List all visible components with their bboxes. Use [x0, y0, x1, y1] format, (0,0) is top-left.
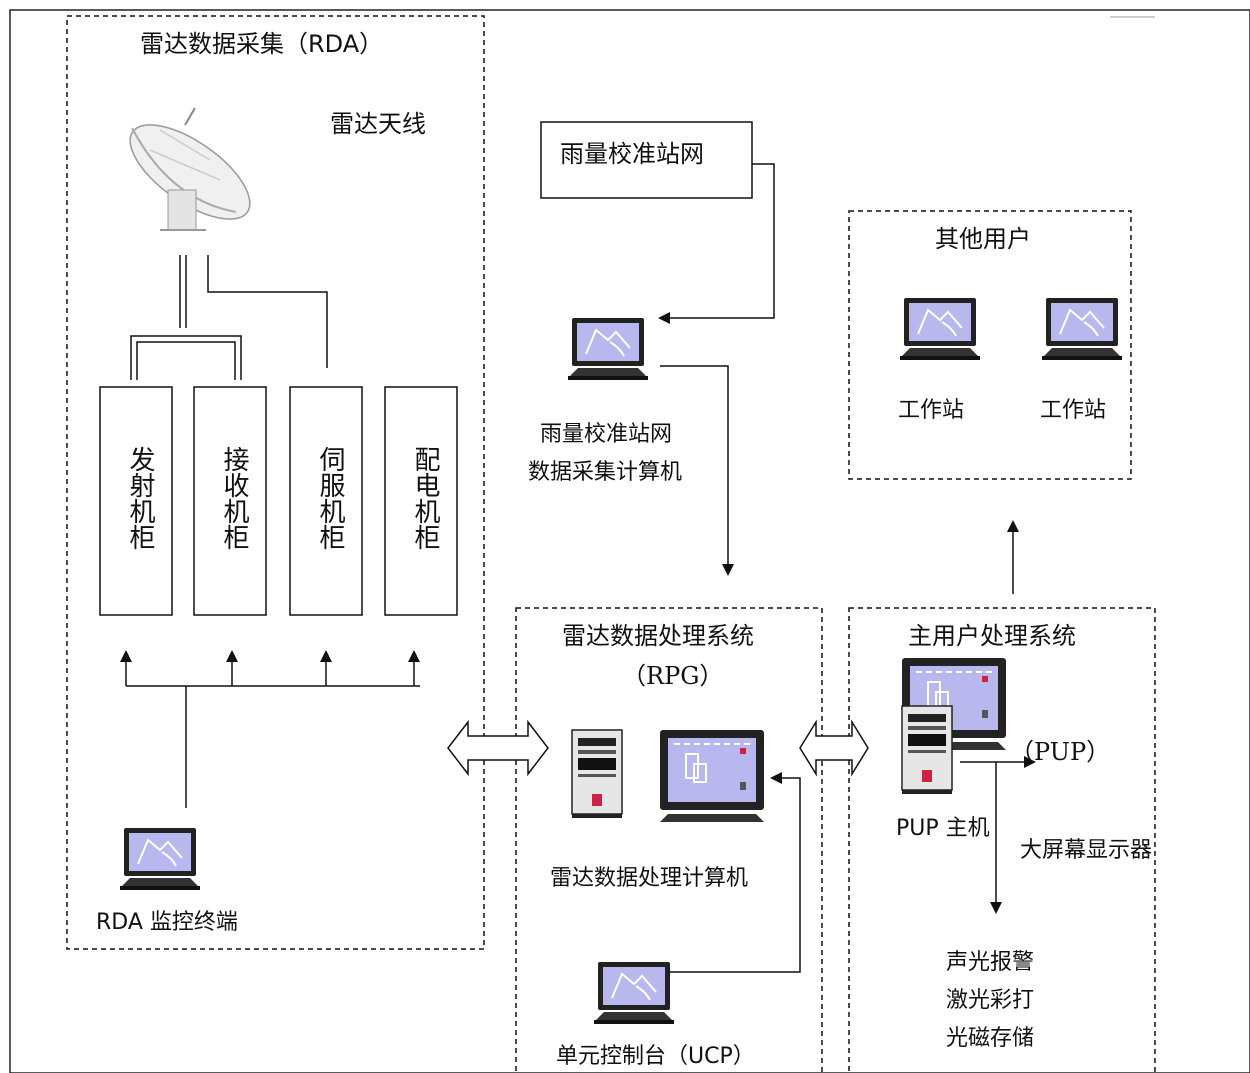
- servo-cabinet-box: [289, 386, 363, 616]
- rpg-computer-label: 雷达数据处理计算机: [550, 866, 749, 891]
- ucp-monitor-icon: [593, 961, 675, 1025]
- pup-group-box: [848, 607, 1156, 1073]
- antenna-connections: [130, 255, 328, 380]
- rain-gauge-computer-label-2: 数据采集计算机: [528, 460, 683, 485]
- rain-gauge-network-box: [540, 121, 753, 199]
- pup-output-arrows: [960, 756, 1036, 914]
- power-cabinet-label: 配电机柜: [410, 446, 440, 550]
- other-users-title: 其他用户: [935, 225, 1031, 253]
- rpg-title-line2: （RPG）: [622, 662, 724, 690]
- rpg-pup-double-arrow: [799, 719, 869, 777]
- workstation-2-label: 工作站: [1040, 398, 1107, 423]
- rain-gauge-network-label: 雨量校准站网: [560, 140, 704, 168]
- rda-title: 雷达数据采集（RDA）: [140, 30, 384, 58]
- rpg-title-line1: 雷达数据处理系统: [562, 622, 754, 650]
- pup-title: 主用户处理系统: [908, 622, 1076, 650]
- rda-rpg-double-arrow: [447, 719, 549, 777]
- rain-gauge-computer-icon: [567, 317, 649, 381]
- workstation-1-icon: [899, 297, 981, 361]
- antenna-label: 雷达天线: [330, 110, 426, 138]
- cabinet-feed-arrows: [120, 650, 420, 808]
- rda-monitor-icon: [119, 827, 201, 891]
- rpg-group-box: [515, 607, 823, 1073]
- pup-output-3: 光磁存储: [946, 1026, 1035, 1051]
- rain-gauge-arrows: [658, 163, 775, 576]
- pup-output-1: 声光报警: [946, 950, 1035, 975]
- power-cabinet-box: [384, 386, 458, 616]
- radar-antenna-icon: [129, 107, 251, 231]
- ucp-label: 单元控制台（UCP）: [556, 1044, 755, 1069]
- pup-host-label: PUP 主机: [896, 816, 990, 841]
- rain-gauge-computer-label-1: 雨量校准站网: [540, 422, 673, 447]
- rda-group-box: [66, 15, 485, 950]
- pup-tower-icon: [901, 705, 953, 795]
- other-users-group-box: [848, 210, 1132, 480]
- servo-cabinet-label: 伺服机柜: [315, 446, 345, 550]
- page-frame: [9, 9, 1250, 1073]
- transmitter-cabinet-label: 发射机柜: [125, 446, 155, 550]
- pup-label: （PUP）: [1010, 738, 1111, 766]
- rda-monitor-label: RDA 监控终端: [96, 910, 238, 935]
- receiver-cabinet-box: [193, 386, 267, 616]
- rpg-tower-icon: [571, 729, 623, 819]
- large-display-label: 大屏幕显示器: [1020, 838, 1153, 863]
- rpg-monitor-icon: [659, 729, 765, 823]
- pup-output-2: 激光彩打: [946, 988, 1035, 1013]
- ucp-to-rpg-arrow: [668, 772, 801, 973]
- workstation-2-icon: [1041, 297, 1123, 361]
- receiver-cabinet-label: 接收机柜: [219, 446, 249, 550]
- transmitter-cabinet-box: [99, 386, 173, 616]
- workstation-1-label: 工作站: [898, 398, 965, 423]
